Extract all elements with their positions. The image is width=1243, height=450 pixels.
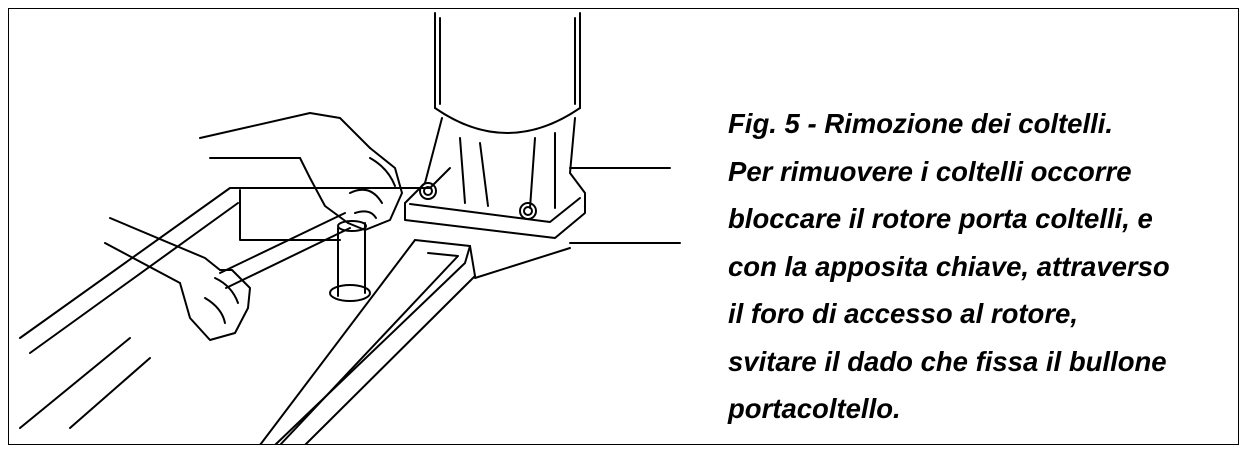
- caption-line: svitare il dado che fissa il bullone: [728, 345, 1167, 377]
- caption-title: Fig. 5 - Rimozione dei coltelli.: [728, 108, 1114, 139]
- figure-frame: [8, 8, 1239, 445]
- left-hand: [104, 217, 251, 341]
- rotor-access-hole: [329, 284, 371, 302]
- caption-line: Per rimuovere i coltelli occorre: [728, 155, 1132, 187]
- knife-removal-illustration: [19, 12, 681, 445]
- figure-caption: Fig. 5 - Rimozione dei coltelli. Per rim…: [728, 100, 1243, 433]
- caption-line: portacoltello.: [728, 393, 901, 424]
- right-hand: [199, 112, 403, 231]
- motor-column: [434, 12, 581, 134]
- caption-line: con la apposita chiave, attraverso: [728, 250, 1170, 282]
- motor-flange: [404, 117, 586, 239]
- machine-bed: [19, 167, 681, 429]
- caption-line: bloccare il rotore porta coltelli, e: [728, 203, 1153, 234]
- caption-line: il foro di accesso al rotore,: [728, 298, 1078, 329]
- knife-channel: [259, 239, 476, 445]
- socket-wrench: [219, 212, 367, 297]
